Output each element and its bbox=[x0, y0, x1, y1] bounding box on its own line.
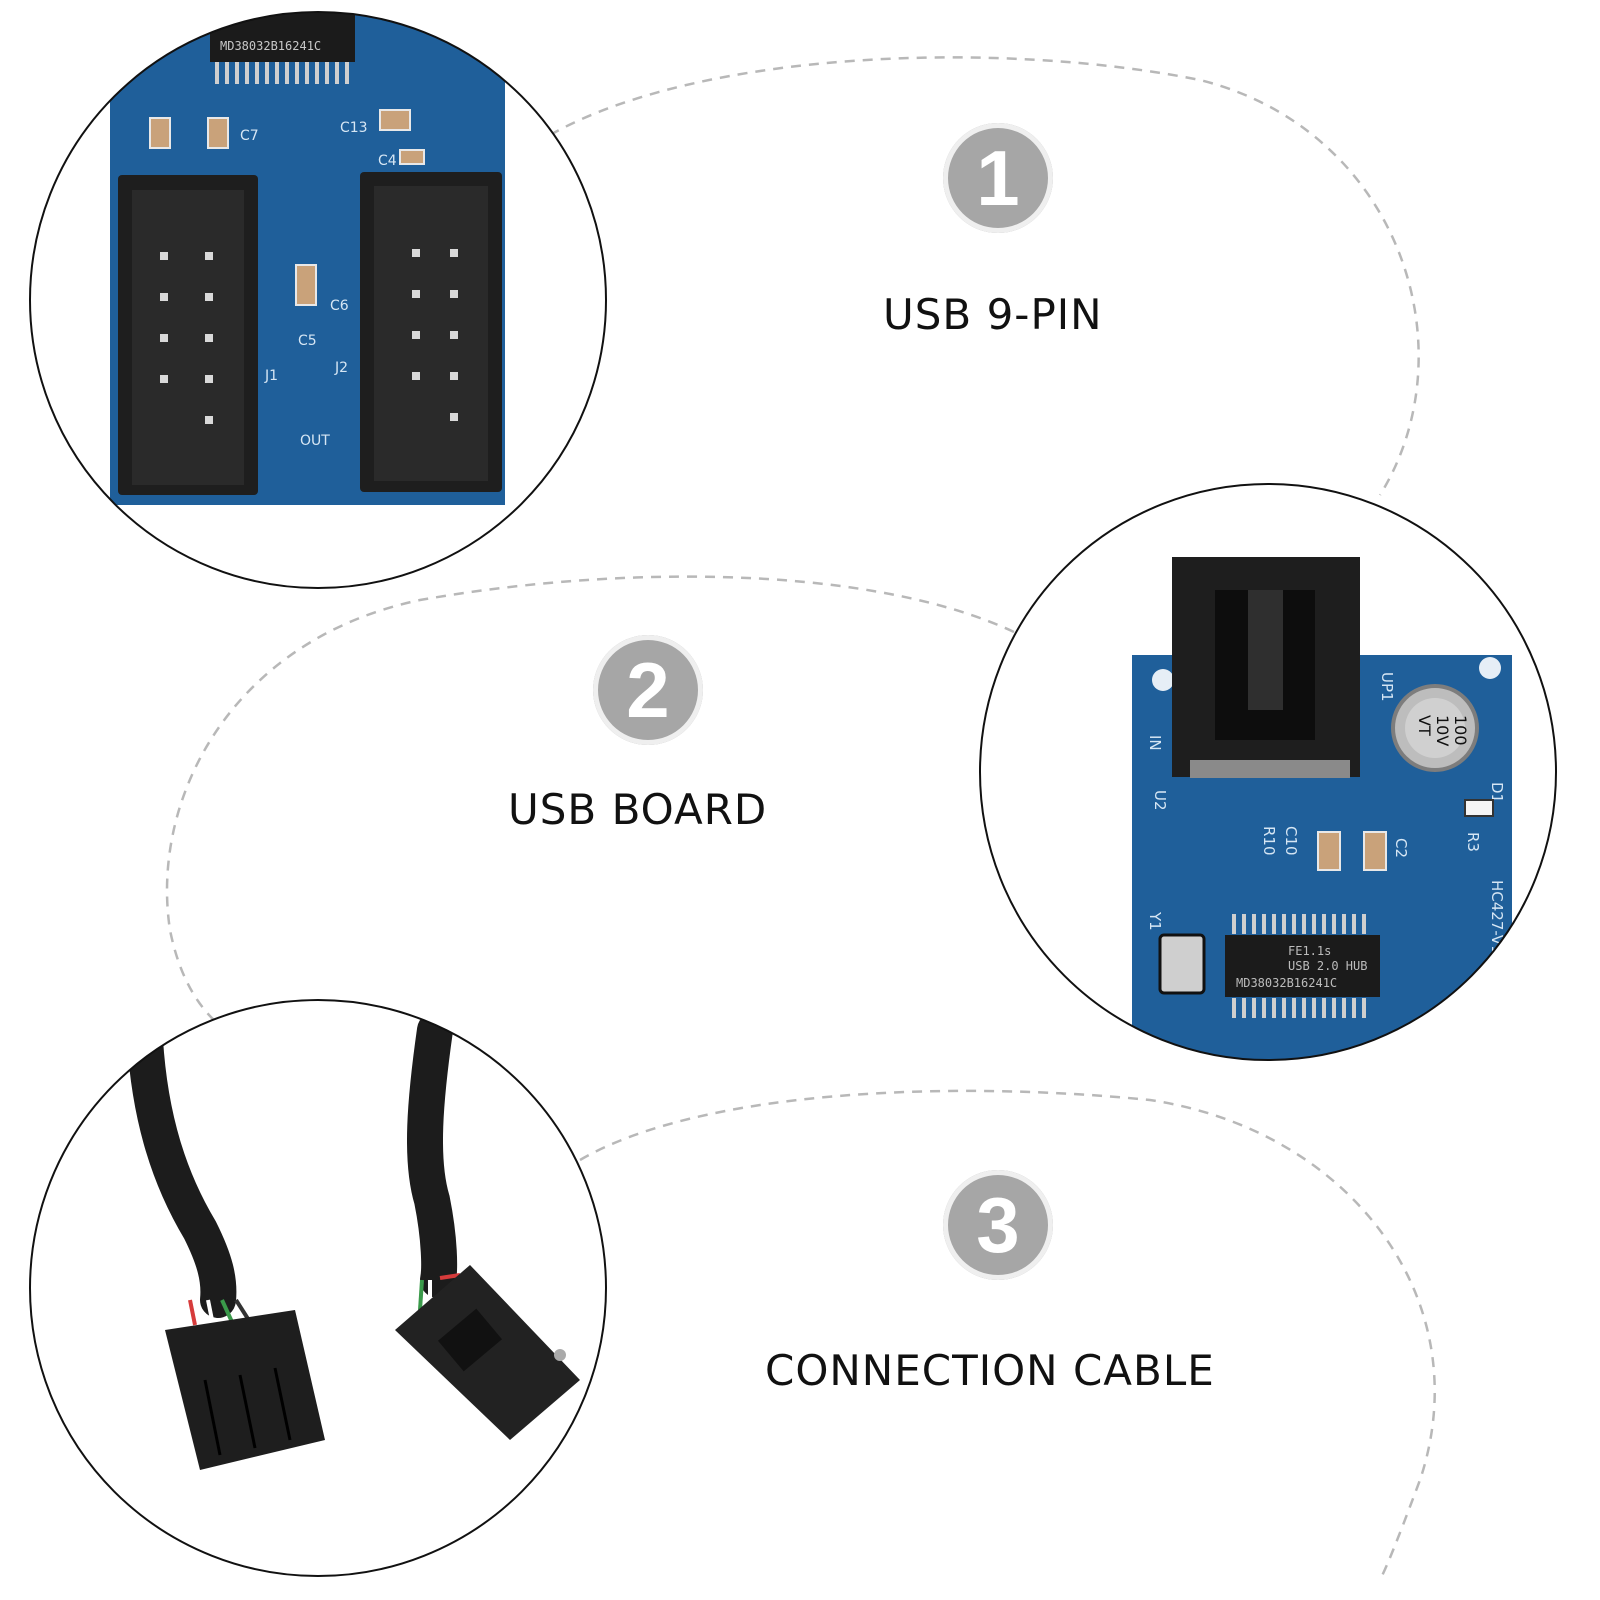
pin-header-right bbox=[360, 172, 502, 492]
step-3-label: CONNECTION CABLE bbox=[765, 1346, 1215, 1395]
svg-text:IN: IN bbox=[1146, 735, 1164, 751]
svg-text:J2: J2 bbox=[334, 360, 348, 376]
svg-text:100: 100 bbox=[1451, 715, 1470, 746]
svg-text:VT: VT bbox=[1415, 715, 1434, 736]
hub-chip: FE1.1s USB 2.0 HUB MD38032B16241C bbox=[1225, 935, 1380, 997]
svg-text:Y1: Y1 bbox=[1146, 911, 1164, 931]
pin-header-left bbox=[118, 175, 258, 495]
pin-header-photo: MD38032B16241C C7 C13 C4 C6 C5 J1 J2 OUT bbox=[29, 11, 607, 589]
svg-text:C5: C5 bbox=[298, 333, 317, 349]
svg-text:U2: U2 bbox=[1151, 790, 1169, 811]
step-3-number-badge: 3 bbox=[943, 1170, 1053, 1280]
svg-text:J1: J1 bbox=[264, 368, 278, 384]
cable-right bbox=[406, 1012, 458, 1298]
svg-text:R10: R10 bbox=[1260, 826, 1278, 856]
svg-text:USB 2.0 HUB: USB 2.0 HUB bbox=[1288, 959, 1367, 973]
step-2-label: USB BOARD bbox=[508, 785, 768, 834]
circle-frame bbox=[29, 999, 607, 1577]
step-1-number-badge: 1 bbox=[943, 123, 1053, 233]
connector-right bbox=[395, 1265, 580, 1440]
cable-left bbox=[127, 1022, 237, 1318]
svg-text:OUT: OUT bbox=[300, 433, 330, 449]
svg-text:C7: C7 bbox=[240, 128, 259, 144]
svg-text:R3: R3 bbox=[1464, 832, 1482, 852]
crystal bbox=[1158, 933, 1206, 995]
dashed-path-lines bbox=[165, 56, 1436, 1581]
capacitor: 100 10V VT bbox=[1391, 684, 1479, 772]
step-2-number-badge: 2 bbox=[593, 635, 703, 745]
svg-text:10V: 10V bbox=[1433, 715, 1452, 746]
svg-text:MD38032B16241C: MD38032B16241C bbox=[1236, 976, 1337, 990]
svg-text:C6: C6 bbox=[330, 298, 349, 314]
svg-text:C13: C13 bbox=[340, 120, 368, 136]
step-1-label: USB 9-PIN bbox=[883, 290, 1103, 339]
connection-cable-photo bbox=[29, 999, 607, 1577]
power-connector bbox=[1172, 557, 1360, 778]
svg-text:C2: C2 bbox=[1392, 838, 1410, 858]
circle-frame bbox=[29, 11, 607, 589]
svg-text:C4: C4 bbox=[378, 153, 397, 169]
svg-text:D1: D1 bbox=[1488, 782, 1506, 803]
svg-text:UP1: UP1 bbox=[1378, 672, 1396, 702]
svg-text:C10: C10 bbox=[1282, 826, 1300, 856]
chip-text: MD38032B16241C bbox=[220, 39, 321, 53]
svg-text:FE1.1s: FE1.1s bbox=[1288, 944, 1331, 958]
circle-frame bbox=[979, 483, 1557, 1061]
usb-hub-board-photo: 100 10V VT UP1 IN U2 D1 R3 C2 C10 R10 Y1… bbox=[979, 483, 1557, 1061]
connector-left bbox=[165, 1310, 325, 1470]
